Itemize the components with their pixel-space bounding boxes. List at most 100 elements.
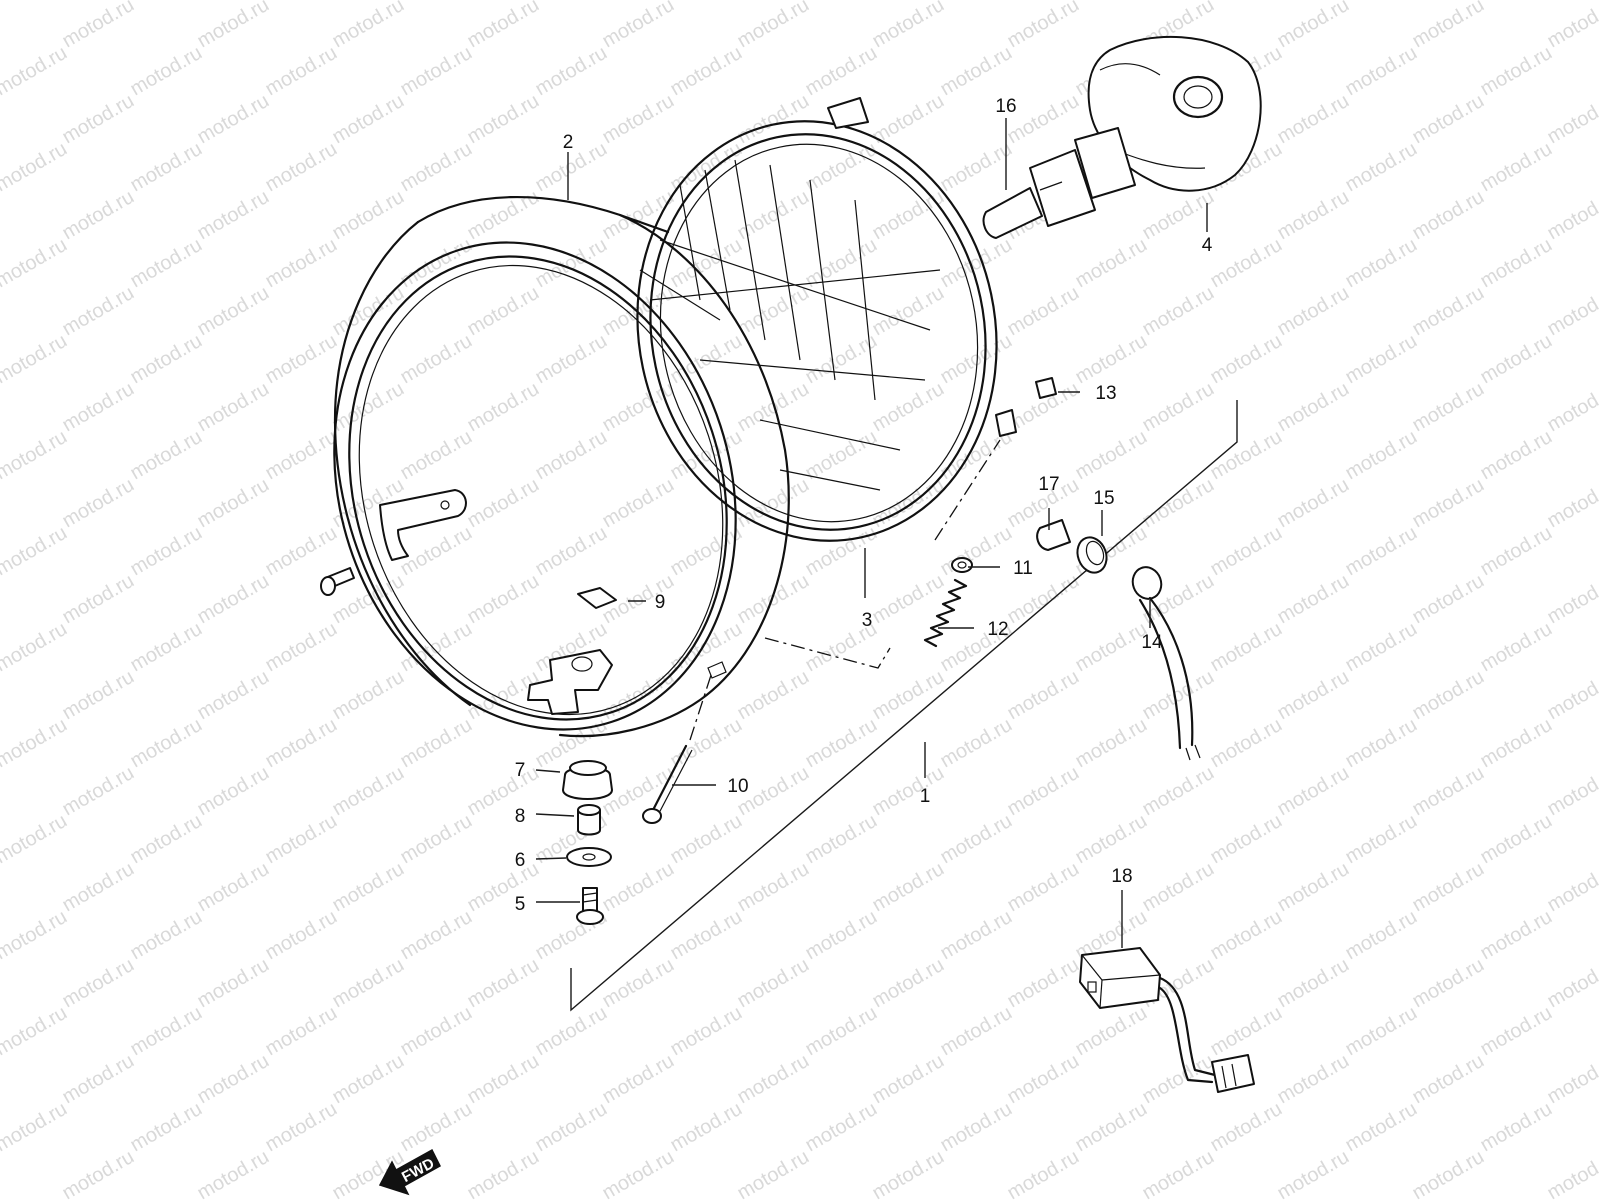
watermark-text: motod.ru <box>1409 570 1488 629</box>
watermark-text: motod.ru <box>1544 1050 1600 1109</box>
watermark-text: motod.ru <box>1072 0 1151 4</box>
socket-ring <box>1076 536 1108 574</box>
watermark-text: motod.ru <box>599 1050 678 1109</box>
watermark-text: motod.ru <box>1544 762 1600 821</box>
speed-nut <box>577 587 617 609</box>
watermark-text: motod.ru <box>59 858 138 917</box>
watermark-text: motod.ru <box>1409 0 1488 52</box>
watermark-text: motod.ru <box>464 282 543 341</box>
callout-16: 16 <box>995 96 1016 117</box>
watermark-text: motod.ru <box>1274 954 1353 1013</box>
watermark-text: motod.ru <box>127 426 206 485</box>
watermark-text: motod.ru <box>1139 1050 1218 1109</box>
watermark-text: motod.ru <box>1207 906 1286 965</box>
watermark-text: motod.ru <box>262 330 341 389</box>
watermark-text: motod.ru <box>667 1098 746 1157</box>
watermark-text: motod.ru <box>397 522 476 581</box>
watermark-text: motod.ru <box>1139 282 1218 341</box>
watermark-text: motod.ru <box>667 234 746 293</box>
watermark-text: motod.ru <box>1477 714 1556 773</box>
watermark-text: motod.ru <box>1004 762 1083 821</box>
watermark-text: motod.ru <box>937 138 1016 197</box>
watermark-text: motod.ru <box>1207 1098 1286 1157</box>
watermark-text: motod.ru <box>802 810 881 869</box>
watermark-text: motod.ru <box>1477 522 1556 581</box>
watermark-text: motod.ru <box>1342 906 1421 965</box>
watermark-text: motod.ru <box>127 810 206 869</box>
watermark-text: motod.ru <box>1544 186 1600 245</box>
watermark-text: motod.ru <box>464 762 543 821</box>
watermark-text: motod.ru <box>0 906 71 965</box>
watermark-text: motod.ru <box>1207 0 1286 4</box>
watermark-text: motod.ru <box>397 330 476 389</box>
watermark-text: motod.ru <box>869 378 948 437</box>
watermark-text: motod.ru <box>802 906 881 965</box>
watermark-text: motod.ru <box>532 42 611 101</box>
watermark-text: motod.ru <box>59 762 138 821</box>
callout-7: 7 <box>515 760 526 781</box>
watermark-text: motod.ru <box>734 378 813 437</box>
adjusting-screw <box>642 744 693 824</box>
callout-12: 12 <box>987 619 1008 640</box>
watermark-text: motod.ru <box>1207 810 1286 869</box>
watermark-text: motod.ru <box>802 714 881 773</box>
watermark-text: motod.ru <box>329 1050 408 1109</box>
watermark-text: motod.ru <box>1544 90 1600 149</box>
watermark-text: motod.ru <box>1274 282 1353 341</box>
watermark-text: motod.ru <box>1274 762 1353 821</box>
watermark-text: motod.ru <box>127 0 206 4</box>
watermark-text: motod.ru <box>599 378 678 437</box>
watermark-text: motod.ru <box>1477 810 1556 869</box>
callout-4: 4 <box>1202 235 1213 256</box>
watermark-text: motod.ru <box>869 186 948 245</box>
callout-8: 8 <box>515 806 526 827</box>
watermark-text: motod.ru <box>937 1098 1016 1157</box>
watermark-text: motod.ru <box>1139 474 1218 533</box>
watermark-text: motod.ru <box>397 906 476 965</box>
watermark-text: motod.ru <box>1139 858 1218 917</box>
callout-11: 11 <box>1013 558 1033 579</box>
watermark-text: motod.ru <box>1342 234 1421 293</box>
watermark-text: motod.ru <box>734 186 813 245</box>
watermark-text: motod.ru <box>464 0 543 52</box>
watermark-text: motod.ru <box>59 1146 138 1200</box>
watermark-text: motod.ru <box>127 1098 206 1157</box>
watermark-text: motod.ru <box>262 234 341 293</box>
watermark-text: motod.ru <box>869 666 948 725</box>
watermark-text: motod.ru <box>1274 858 1353 917</box>
watermark-text: motod.ru <box>1477 1098 1556 1157</box>
watermark-text: motod.ru <box>1409 474 1488 533</box>
watermark-text: motod.ru <box>127 234 206 293</box>
watermark-text: motod.ru <box>1544 954 1600 1013</box>
watermark-text: motod.ru <box>1409 1050 1488 1109</box>
watermark-text: motod.ru <box>802 1098 881 1157</box>
watermark-text: motod.ru <box>127 714 206 773</box>
watermark-text: motod.ru <box>1072 1098 1151 1157</box>
watermark-text: motod.ru <box>1004 858 1083 917</box>
halogen-bulb <box>982 127 1136 239</box>
watermark-text: motod.ru <box>1139 1146 1218 1200</box>
watermark-text: motod.ru <box>1544 570 1600 629</box>
watermark-text: motod.ru <box>1409 186 1488 245</box>
collar <box>577 804 601 836</box>
watermark-text: motod.ru <box>532 330 611 389</box>
watermark-text: motod.ru <box>464 1146 543 1200</box>
watermark-text: motod.ru <box>599 474 678 533</box>
watermark-text: motod.ru <box>127 906 206 965</box>
watermark-text: motod.ru <box>329 90 408 149</box>
watermark-text: motod.ru <box>262 42 341 101</box>
watermark-text: motod.ru <box>1477 618 1556 677</box>
lamp-socket-wire <box>1131 566 1201 761</box>
adjust-spring <box>923 578 968 648</box>
watermark-text: motod.ru <box>532 0 611 4</box>
watermark-text: motod.ru <box>1072 618 1151 677</box>
watermark-text: motod.ru <box>1409 666 1488 725</box>
watermark-text: motod.ru <box>0 42 71 101</box>
washer-large <box>566 847 612 867</box>
watermark-text: motod.ru <box>734 570 813 629</box>
watermark-text: motod.ru <box>1409 954 1488 1013</box>
watermark-text: motod.ru <box>1477 1002 1556 1061</box>
watermark-text: motod.ru <box>734 954 813 1013</box>
callout-14: 14 <box>1141 632 1163 653</box>
watermark-text: motod.ru <box>869 954 948 1013</box>
